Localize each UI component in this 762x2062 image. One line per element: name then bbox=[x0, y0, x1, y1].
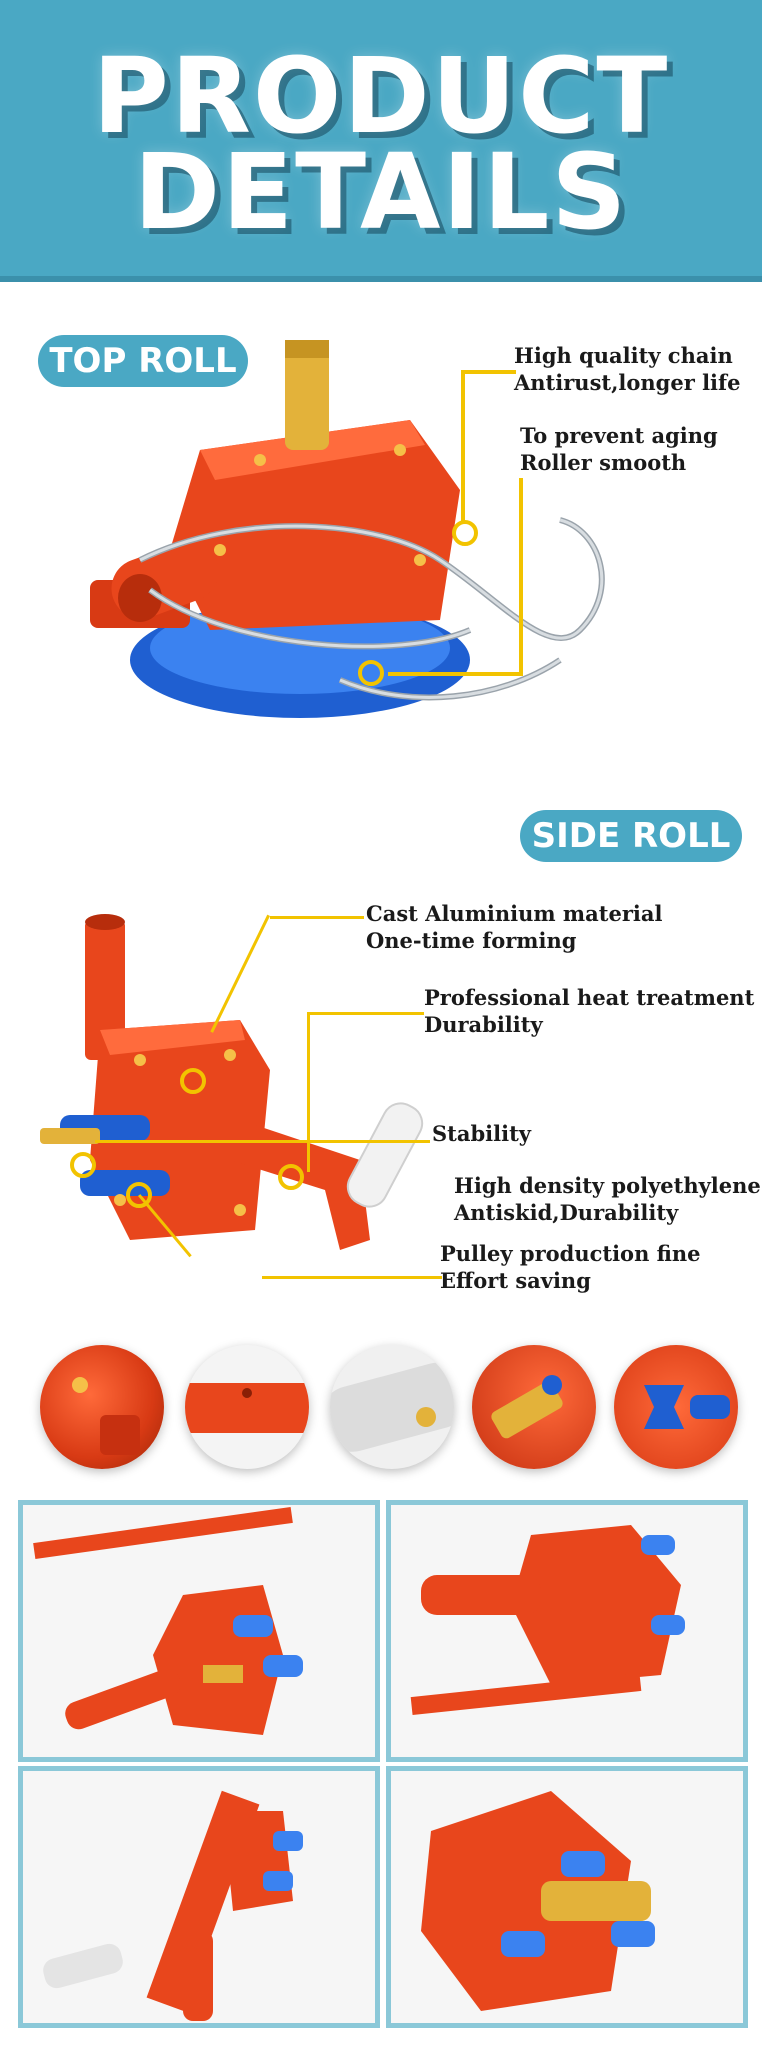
callout-cast-aluminium: Cast Aluminium material One-time forming bbox=[366, 901, 663, 953]
photo-frame-4 bbox=[386, 1766, 748, 2028]
detail-circle-roller bbox=[614, 1345, 738, 1469]
callout-stability: Stability bbox=[432, 1121, 531, 1146]
callout-marker bbox=[278, 1164, 304, 1190]
callout-line bbox=[461, 370, 516, 374]
photo-frame-3 bbox=[18, 1766, 380, 2028]
photo-frame-2 bbox=[386, 1500, 748, 1762]
callout-line bbox=[262, 1276, 442, 1279]
callout-polyethylene: High density polyethylene Antiskid,Durab… bbox=[454, 1173, 761, 1225]
callout-line bbox=[307, 1012, 424, 1015]
callout-marker bbox=[358, 660, 384, 686]
callout-marker bbox=[452, 520, 478, 546]
callout-marker bbox=[70, 1152, 96, 1178]
page-title: PRODUCT DETAILS bbox=[0, 35, 762, 253]
detail-circle-housing bbox=[40, 1345, 164, 1469]
callout-marker bbox=[126, 1182, 152, 1208]
photo-frame-1 bbox=[18, 1500, 380, 1762]
callout-marker bbox=[180, 1068, 206, 1094]
callout-heat-treatment: Professional heat treatment Durability bbox=[424, 985, 755, 1037]
callout-line bbox=[461, 370, 465, 522]
top-roll-label: TOP ROLL bbox=[38, 335, 248, 387]
callout-aging: To prevent aging Roller smooth bbox=[520, 423, 718, 475]
callout-chain: High quality chain Antirust,longer life bbox=[514, 343, 741, 395]
header-banner: PRODUCT DETAILS bbox=[0, 0, 762, 282]
callout-pulley: Pulley production fine Effort saving bbox=[440, 1241, 701, 1293]
callout-line bbox=[307, 1012, 310, 1172]
callout-line bbox=[95, 1140, 430, 1143]
callout-line bbox=[388, 672, 523, 676]
detail-circle-shaft bbox=[472, 1345, 596, 1469]
title-line-1: PRODUCT bbox=[92, 35, 670, 157]
title-line-2: DETAILS bbox=[133, 131, 629, 253]
callout-line bbox=[519, 478, 523, 674]
callout-line bbox=[270, 916, 364, 919]
side-roll-label: SIDE ROLL bbox=[520, 810, 742, 862]
detail-circle-grip bbox=[330, 1345, 454, 1469]
top-roll-product-image bbox=[90, 340, 605, 718]
detail-circle-arm bbox=[185, 1345, 309, 1469]
